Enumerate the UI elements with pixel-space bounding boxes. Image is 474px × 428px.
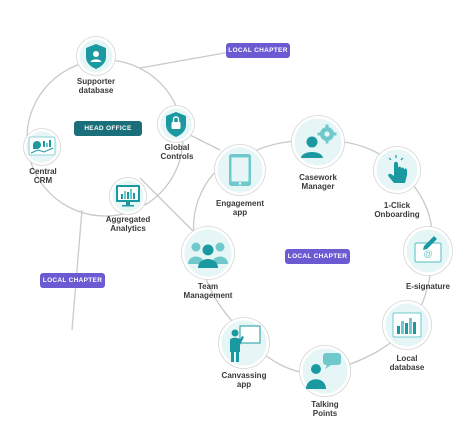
- crm-dashboard-icon: [28, 136, 56, 156]
- head-office-badge: HEAD OFFICE: [74, 121, 142, 136]
- shield-user-icon: [86, 44, 106, 69]
- one-click-onboarding-label: 1-Click Onboarding: [374, 201, 420, 219]
- supporter-database-label: Supporter database: [76, 77, 116, 95]
- shield-lock-icon: [166, 112, 186, 137]
- engagement-app-label: Engagement app: [215, 199, 264, 217]
- local-database-label: Local database: [389, 354, 425, 372]
- line-supporter-to-chapter: [139, 51, 231, 69]
- tap-hand-icon: [388, 155, 407, 183]
- e-signature-label: E-signature: [405, 282, 450, 291]
- local-chapter-badge-center: LOCAL CHAPTER: [285, 249, 350, 264]
- line-crm-to-chapter: [71, 209, 83, 331]
- node-one-click-onboarding[interactable]: [373, 146, 421, 194]
- team-management-label: Team Management: [183, 282, 233, 300]
- local-chapter-badge-top: LOCAL CHAPTER: [226, 43, 290, 58]
- node-supporter-database[interactable]: [76, 36, 116, 76]
- envelope-pen-icon: @: [414, 236, 442, 263]
- node-talking-points[interactable]: [299, 345, 351, 397]
- node-casework-manager[interactable]: [291, 115, 345, 169]
- bar-chart-monitor-icon: [116, 185, 140, 207]
- aggregated-analytics-label: Aggregated Analytics: [105, 215, 151, 233]
- local-chapter-badge-left: LOCAL CHAPTER: [40, 273, 105, 288]
- team-group-icon: [188, 242, 228, 268]
- node-aggregated-analytics[interactable]: [109, 177, 147, 215]
- presenter-board-icon: [230, 325, 261, 362]
- casework-manager-label: Casework Manager: [299, 173, 337, 191]
- node-engagement-app[interactable]: [214, 144, 266, 196]
- node-canvassing-app[interactable]: [218, 317, 270, 369]
- central-crm-label: Central CRM: [29, 167, 57, 185]
- line-analytics-to-team: [139, 177, 201, 239]
- node-central-crm[interactable]: [23, 128, 61, 166]
- user-gear-icon: [301, 124, 337, 158]
- node-e-signature[interactable]: @: [403, 226, 453, 276]
- node-local-database[interactable]: [382, 300, 432, 350]
- node-global-controls[interactable]: [157, 105, 195, 143]
- speech-person-icon: [306, 353, 341, 389]
- line-global-to-engagement: [189, 134, 221, 151]
- talking-points-label: Talking Points: [311, 400, 339, 418]
- node-team-management[interactable]: [181, 226, 235, 280]
- bar-chart-screen-icon: [392, 312, 422, 338]
- tablet-icon: [229, 154, 251, 186]
- global-controls-label: Global Controls: [160, 143, 194, 161]
- canvassing-app-label: Canvassing app: [221, 371, 267, 389]
- svg-text:@: @: [423, 249, 432, 259]
